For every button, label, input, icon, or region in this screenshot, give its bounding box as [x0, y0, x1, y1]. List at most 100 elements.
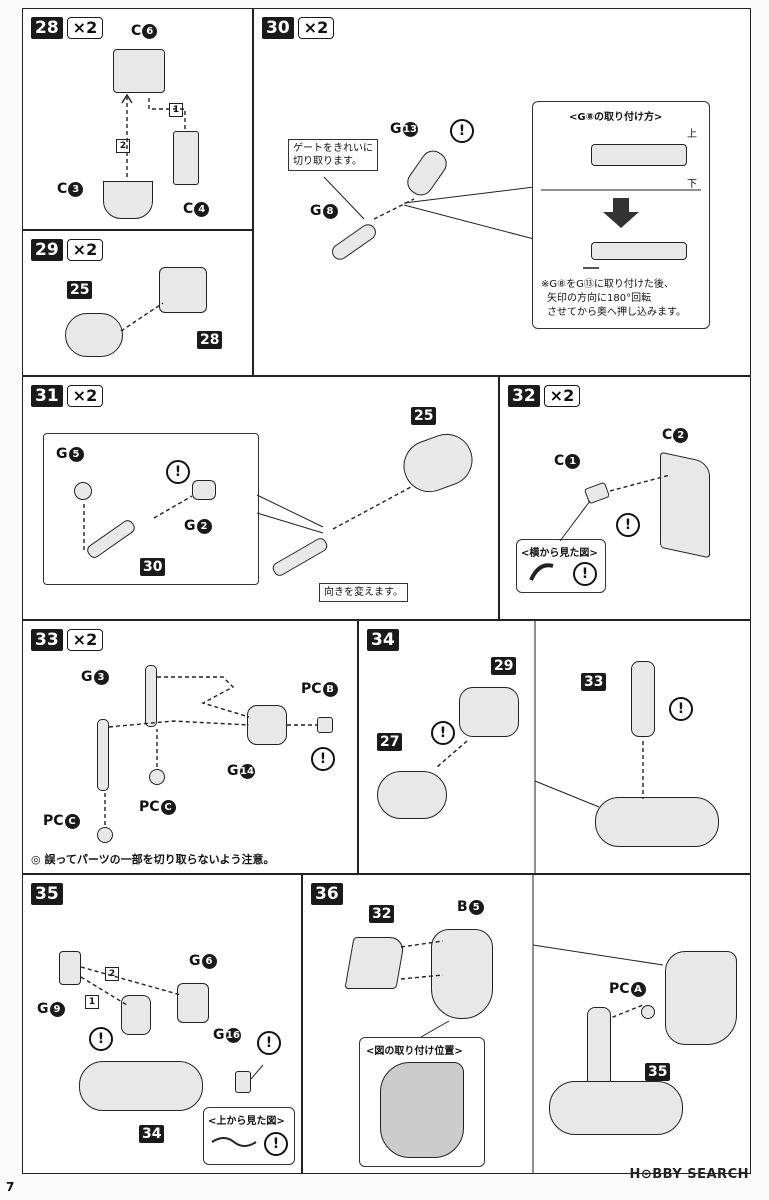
assembly-arrows: [104, 676, 317, 825]
orientation-callout: 向きを変えます。: [319, 583, 408, 602]
assembly-arrows: [323, 176, 535, 240]
part-t-joint: [595, 797, 719, 847]
part-pcb-cap: [317, 717, 333, 733]
part-number: 1: [565, 453, 581, 469]
part-number: 5: [68, 446, 84, 462]
quantity-badge: ×2: [66, 385, 104, 407]
part-letter: C: [183, 201, 194, 217]
step-header: 29×2: [31, 239, 104, 261]
warning-icon: !: [669, 697, 693, 721]
part-letter: C: [131, 23, 142, 39]
part-upper-leg: [587, 1007, 611, 1087]
step-34-panel: 34 29 ! 27 33 !: [358, 620, 751, 874]
order-marker-1: 1: [169, 103, 183, 117]
inset-title: <図の取り付け位置>: [366, 1046, 463, 1057]
assembly-arrows: [256, 486, 412, 534]
part-letter: G: [390, 121, 402, 137]
inset-title: <G⑧の取り付け方>: [569, 112, 663, 123]
top-view-shape: [211, 1137, 257, 1147]
callout-line: 切り取ります。: [293, 156, 362, 167]
part-pcc-ball: [149, 769, 165, 785]
warning-icon: !: [264, 1132, 288, 1156]
part-g2-socket: [192, 480, 216, 500]
step-number: 28: [31, 17, 63, 39]
step-header: 32×2: [508, 385, 581, 407]
part-shell-assembly: [665, 951, 737, 1045]
step-header: 34: [367, 629, 399, 651]
part-letter: PC: [301, 681, 322, 697]
part-letter: PC: [609, 981, 630, 997]
assembly-arrows: [121, 93, 186, 177]
part-g5-ball: [74, 482, 92, 500]
part-letter: G: [227, 763, 239, 779]
part-number: C: [64, 813, 80, 829]
part-25-cylinder: [65, 313, 123, 357]
part-letter: C: [554, 453, 565, 469]
inset-title: <上から見た図>: [208, 1116, 285, 1127]
quantity-badge: ×2: [66, 17, 104, 39]
assembly-arrows: [436, 621, 644, 873]
part-letter: G: [81, 669, 93, 685]
part-letter: G: [310, 203, 322, 219]
gate-callout: ゲートをきれいに切り取ります。: [288, 139, 378, 171]
part-g14-joint: [247, 705, 287, 745]
warning-icon: !: [431, 721, 455, 745]
part-b5-shell: [431, 929, 493, 1019]
part-c3-base: [103, 181, 153, 219]
part-number: 2: [673, 427, 689, 443]
order-marker-2: 2: [116, 139, 130, 153]
part-number: A: [630, 981, 646, 997]
part-t-joint: [549, 1081, 683, 1135]
g8-method-inset: <G⑧の取り付け方> 上 下 ※G⑧をG⑬に取り付けた後、 矢印の方向に180°…: [532, 101, 710, 329]
step-number: 35: [31, 883, 63, 905]
step-number: 29: [31, 239, 63, 261]
quantity-badge: ×2: [543, 385, 581, 407]
warning-icon: !: [166, 460, 190, 484]
step-header: 30×2: [262, 17, 335, 39]
part-number: 14: [239, 763, 255, 779]
part-letter: G: [56, 446, 68, 462]
ref-step-28: 28: [197, 331, 223, 349]
ref-step-25: 25: [411, 407, 437, 425]
step-header: 35: [31, 883, 63, 905]
part-g3-arm-lower: [97, 719, 109, 791]
side-view-inset: <横から見た図> !: [516, 539, 606, 593]
part-number: 3: [93, 669, 109, 685]
ref-step-35: 35: [645, 1063, 671, 1081]
part-number: 3: [68, 181, 84, 197]
part-letter: PC: [43, 813, 64, 829]
part-number: C: [160, 799, 176, 815]
part-c4-clip: [173, 131, 199, 185]
ref-step-30: 30: [140, 558, 166, 576]
part-number: 6: [142, 23, 158, 39]
note-line: させてから奥へ押し込みます。: [547, 307, 686, 318]
ref-step-25: 25: [67, 281, 93, 299]
warning-icon: !: [573, 562, 597, 586]
part-number: 16: [225, 1027, 241, 1043]
inset-arrows: [83, 495, 193, 550]
label-down: 下: [687, 179, 697, 190]
cut-caution: ◎ 誤ってパーツの一部を切り取らないよう注意。: [31, 853, 275, 866]
inset-part-top: [591, 144, 687, 166]
part-28-joint: [159, 267, 207, 313]
assembly-arrows: [80, 966, 264, 1080]
step-29-panel: 29×2 25 28: [22, 230, 253, 376]
warning-icon: !: [616, 513, 640, 537]
inset-title: <横から見た図>: [521, 548, 598, 559]
part-letter: C: [57, 181, 68, 197]
